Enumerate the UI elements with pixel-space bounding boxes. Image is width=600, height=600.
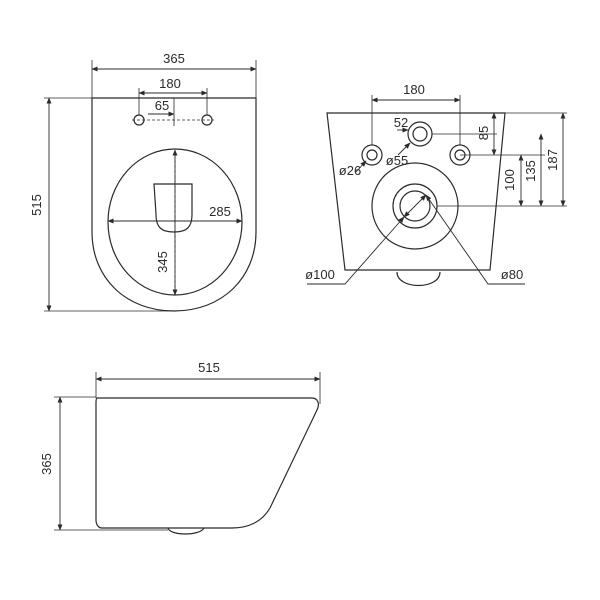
dim-d26-leader (355, 160, 367, 173)
dim-65-label: 65 (155, 98, 169, 113)
dim-d26-label: ø26 (339, 163, 361, 178)
dim-52-label: 52 (394, 115, 408, 130)
dim-285-label: 285 (209, 204, 231, 219)
dim-d100-label: ø100 (305, 267, 335, 282)
top-view-outline (91, 97, 257, 312)
dim-85-label: 85 (476, 126, 491, 140)
flush-opening (153, 183, 193, 233)
inlet-inner (412, 126, 428, 142)
dim-d100-leader (307, 216, 405, 285)
side-drain-foot (167, 527, 205, 535)
dim-d55-label: ø55 (386, 153, 408, 168)
dim-187-label: 187 (545, 149, 560, 171)
side-view: 515 365 (39, 360, 321, 535)
dim-180-top-label: 180 (159, 76, 181, 91)
dim-100-label: 100 (502, 169, 517, 191)
dim-135-label: 135 (523, 160, 538, 182)
inlet-outer (407, 121, 433, 147)
dim-d80-leader (425, 194, 525, 285)
dim-515-vertical-label: 515 (29, 194, 44, 216)
dim-d55-leader (397, 142, 411, 156)
top-view: 365 180 65 515 285 345 (29, 51, 257, 312)
side-view-outline (95, 397, 319, 529)
outlet-inner-ring (399, 190, 431, 222)
dim-365-label: 365 (163, 51, 185, 66)
dim-365-vertical-label: 365 (39, 453, 54, 475)
drain-bulge (396, 271, 441, 286)
dim-345-label: 345 (155, 251, 170, 273)
dim-d80-label: ø80 (501, 267, 523, 282)
dim-180-rear-label: 180 (403, 82, 425, 97)
dim-515-horizontal-label: 515 (198, 360, 220, 375)
rear-view: 180 52 ø26 ø55 85 100 135 187 ø100 ø80 (305, 82, 567, 286)
rear-hole-left-inner (366, 149, 378, 161)
